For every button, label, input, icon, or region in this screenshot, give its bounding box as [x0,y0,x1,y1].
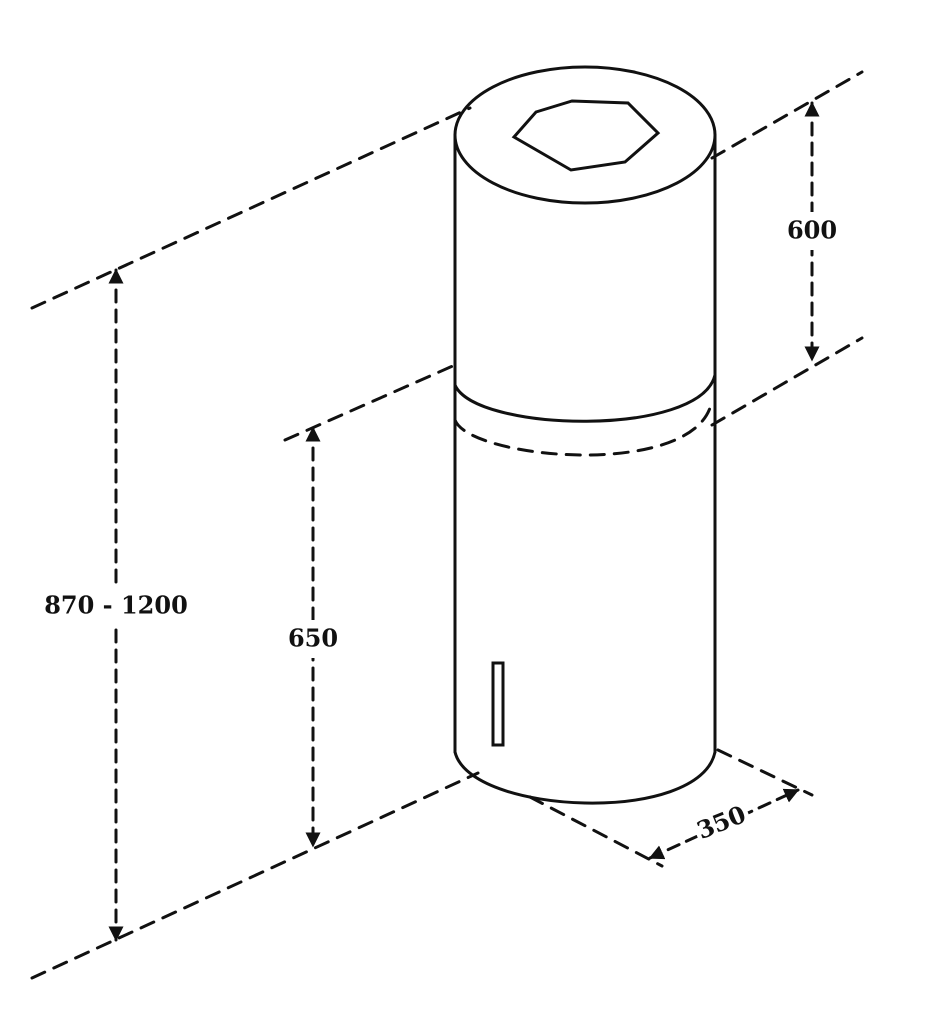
label-bg-600 [785,212,839,250]
top-right-extension-line [710,70,864,160]
joint-extension-line [283,363,457,442]
base-depth-line-right [716,748,814,797]
base-curve [453,750,717,805]
joint-right-extension-line [710,336,864,427]
label-bg-350 [689,795,755,851]
floor-extension-line [30,771,480,980]
dimension-label-650: 650 [288,624,338,653]
top-rim [453,65,717,205]
control-slot [491,661,505,747]
label-bg-870-1200 [45,587,187,625]
base-depth-line-left [528,795,664,868]
dimension-label-870-1200: 870 - 1200 [44,591,188,620]
top-vent-outlet [511,99,661,172]
hood-body [453,65,717,805]
label-bg-650 [283,620,343,658]
dimension-label-600: 600 [787,216,837,245]
top-extension-line [30,106,472,310]
upper-joint-band [453,373,717,423]
